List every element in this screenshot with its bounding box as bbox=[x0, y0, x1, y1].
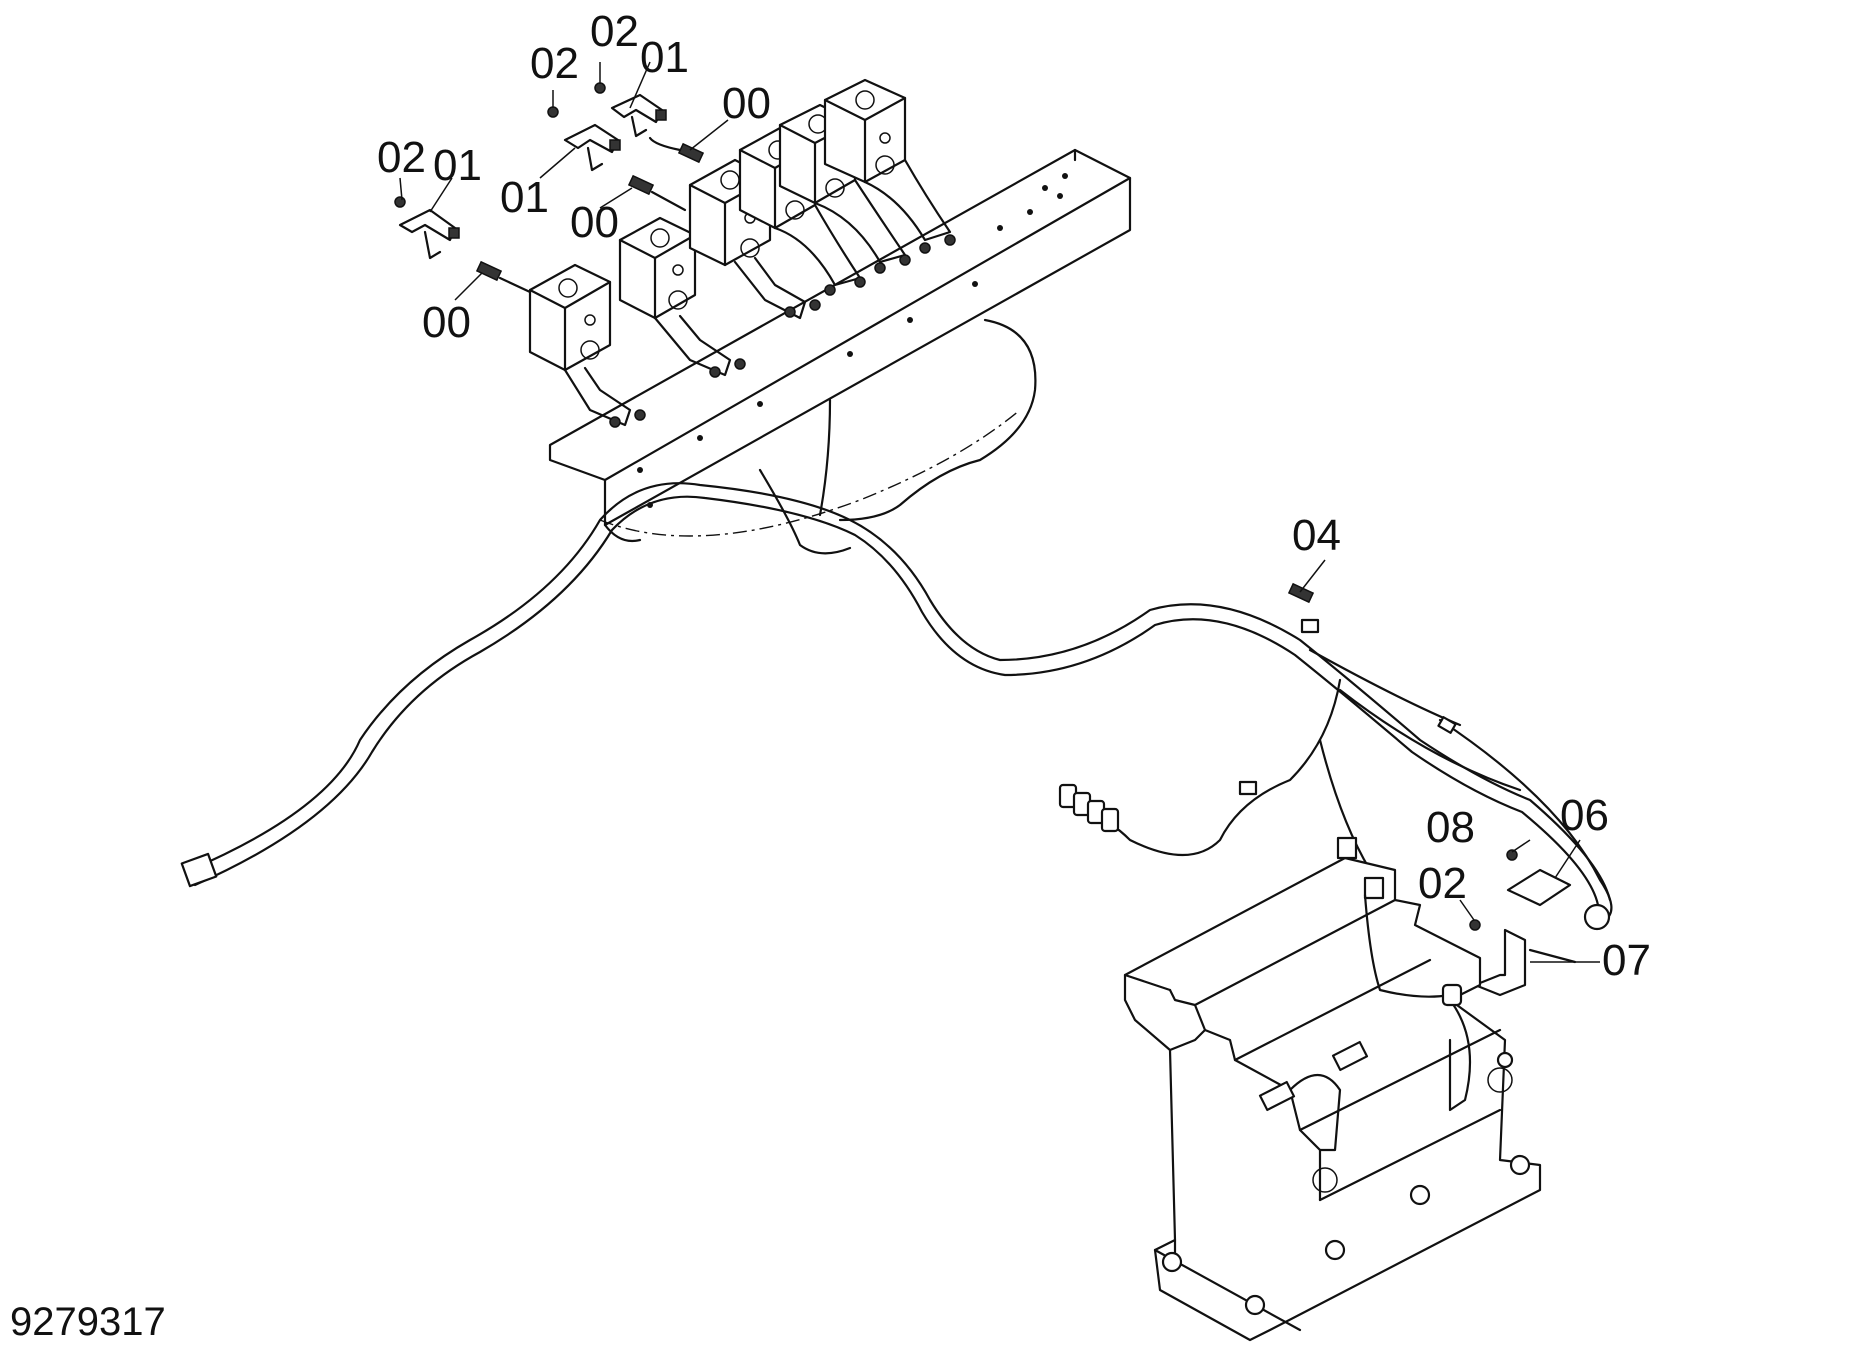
callout-02-a: 02 bbox=[377, 133, 426, 182]
callout-04: 04 bbox=[1292, 511, 1341, 560]
callout-00-c: 00 bbox=[422, 298, 471, 347]
leader-lines bbox=[399, 61, 1600, 963]
valve-block-6 bbox=[823, 78, 956, 254]
pressure-sensor-1 bbox=[475, 260, 532, 294]
callout-02-c: 02 bbox=[590, 7, 639, 56]
base-frame bbox=[1123, 836, 1542, 1342]
bolt-2 bbox=[547, 106, 559, 118]
callout-labels: 02 01 02 01 00 02 01 01 00 00 04 08 06 0… bbox=[377, 7, 1651, 985]
bracket-3 bbox=[610, 93, 667, 138]
bolt-08 bbox=[1506, 849, 1518, 861]
pressure-sensor-3 bbox=[648, 136, 705, 164]
frame-beam bbox=[548, 148, 1132, 543]
callout-00-a: 00 bbox=[722, 79, 771, 128]
callout-02-b: 02 bbox=[530, 39, 579, 88]
callout-01-a: 01 bbox=[433, 141, 482, 190]
callout-01-b: 01 bbox=[500, 173, 549, 222]
bracket-2 bbox=[563, 123, 621, 172]
bolt-3 bbox=[594, 82, 606, 94]
plate-06 bbox=[1506, 868, 1572, 907]
bolt-1 bbox=[394, 196, 406, 208]
clamp-04 bbox=[1287, 582, 1315, 604]
callout-07: 07 bbox=[1602, 936, 1651, 985]
valve-block-1 bbox=[528, 263, 646, 428]
callout-00-b: 00 bbox=[570, 198, 619, 247]
wire-harness bbox=[180, 318, 1613, 982]
callout-06: 06 bbox=[1560, 791, 1609, 840]
bracket-1 bbox=[398, 208, 460, 260]
callout-02-d: 02 bbox=[1418, 859, 1467, 908]
callout-01-c: 01 bbox=[640, 33, 689, 82]
bracket-07 bbox=[1473, 928, 1577, 997]
drawing-number: 9279317 bbox=[10, 1300, 166, 1344]
valve-block-2 bbox=[618, 216, 746, 378]
callout-08: 08 bbox=[1426, 803, 1475, 852]
bolt-02-lower bbox=[1469, 919, 1481, 931]
pressure-sensor-2 bbox=[627, 174, 687, 212]
